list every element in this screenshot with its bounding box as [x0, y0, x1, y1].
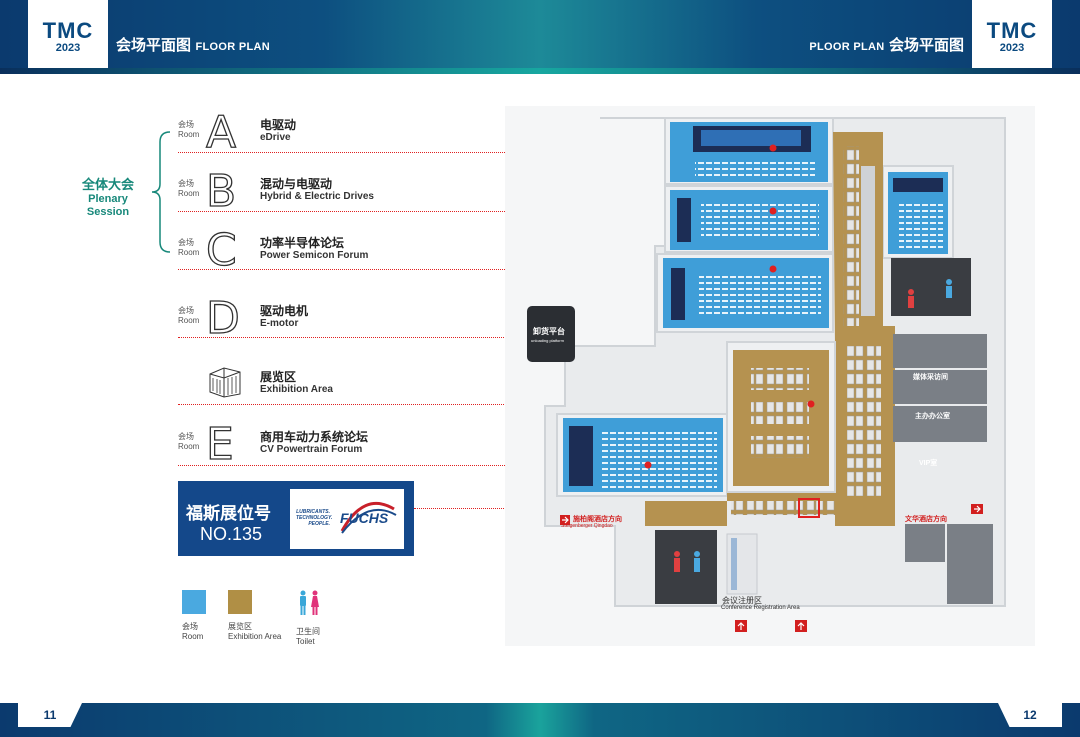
fuchs-tagline: LUBRICANTS.TECHNOLOGY.PEOPLE. — [296, 509, 333, 527]
vip-room-label: VIP室 — [919, 460, 938, 467]
unloading-platform-en: unloading platform — [531, 338, 564, 343]
fuchs-booth-title: 福斯展位号 — [186, 504, 271, 523]
room-letter-e: E — [205, 419, 234, 470]
room-b-name: 混动与电驱动 Hybrid & Electric Drives — [260, 177, 374, 202]
right-page-title: PLOOR PLAN 会场平面图 — [809, 34, 964, 55]
legend-room-swatch — [182, 590, 206, 614]
fuchs-booth-number: NO.135 — [200, 524, 263, 544]
fuchs-wordmark: FUCHS — [340, 510, 389, 526]
plenary-bracket-icon — [151, 131, 171, 253]
logo-name: TMC — [986, 18, 1038, 43]
left-title-zh: 会场平面图 — [116, 37, 192, 54]
left-title-en: FLOOR PLAN — [195, 41, 270, 53]
fuchs-swoosh-icon — [340, 501, 397, 534]
room-c-name: 功率半导体论坛 Power Semicon Forum — [260, 236, 369, 261]
fuchs-logo: LUBRICANTS.TECHNOLOGY.PEOPLE. FUCHS — [290, 489, 404, 549]
registration-area-en: Conference Registration Area — [721, 605, 800, 611]
plenary-session-label: 全体大会 Plenary Session — [80, 174, 136, 219]
room-letter-d: D — [205, 293, 240, 344]
plenary-en-line2: Session — [86, 206, 130, 218]
room-letter-a: A — [205, 107, 237, 158]
floor-plan: 卸货平台 unloading platform 媒体采访间 主办办公室 VIP室… — [505, 106, 1035, 646]
room-letter-c: C — [205, 225, 237, 276]
header-bar: TMC 2023 会场平面图 FLOOR PLAN PLOOR PLAN 会场平… — [0, 0, 1080, 74]
left-page-title: 会场平面图 FLOOR PLAN — [116, 34, 270, 55]
host-office-label: 主办办公室 — [915, 413, 950, 420]
room-a-pointer-line — [178, 152, 673, 153]
logo-year: 2023 — [999, 42, 1025, 54]
right-page-number: 12 — [998, 703, 1062, 727]
tmc-logo-left: TMC 2023 — [28, 0, 108, 74]
room-e-pointer-line — [178, 465, 645, 466]
toilet-icon — [300, 590, 319, 615]
plenary-en-line1: Plenary — [88, 193, 128, 205]
exhibition-name: 展览区 Exhibition Area — [260, 370, 333, 395]
exhibition-pointer-line — [178, 404, 810, 405]
fuchs-booth-card: 福斯展位号 NO.135 LUBRICANTS.TECHNOLOGY.PEOPL… — [178, 481, 414, 556]
footer-bar: 11 12 — [0, 703, 1080, 737]
registration-area-label: 会议注册区 — [722, 596, 762, 605]
media-room-label: 媒体采访间 — [913, 374, 948, 381]
logo-year: 2023 — [55, 42, 81, 54]
logo-name: TMC — [42, 18, 94, 43]
right-title-en: PLOOR PLAN — [809, 41, 885, 53]
steigenberger-direction: 施柏阁酒店方向 — [573, 516, 622, 523]
legend-exhibition-swatch — [228, 590, 252, 614]
room-d-name: 驱动电机 E-motor — [260, 304, 309, 329]
room-letter-b: B — [205, 166, 237, 217]
exhibition-row: 展览区 Exhibition Area — [178, 366, 818, 408]
wenhua-direction: 文华酒店方向 — [905, 516, 947, 523]
floor-plan-drawing — [505, 106, 1035, 646]
left-page-number: 11 — [18, 703, 82, 727]
room-e-name: 商用车动力系统论坛 CV Powertrain Forum — [260, 430, 369, 455]
tmc-logo-right: TMC 2023 — [972, 0, 1052, 74]
room-a-name: 电驱动 eDrive — [260, 118, 297, 143]
room-b-pointer-line — [178, 211, 773, 212]
room-c-pointer-line — [178, 269, 773, 270]
plenary-zh: 全体大会 — [81, 177, 134, 192]
right-title-zh: 会场平面图 — [888, 37, 964, 54]
exhibition-booth-icon — [209, 367, 241, 398]
unloading-platform-label: 卸货平台 — [533, 327, 565, 336]
steigenberger-direction-en: Steigenberger Qingdao — [561, 523, 613, 529]
